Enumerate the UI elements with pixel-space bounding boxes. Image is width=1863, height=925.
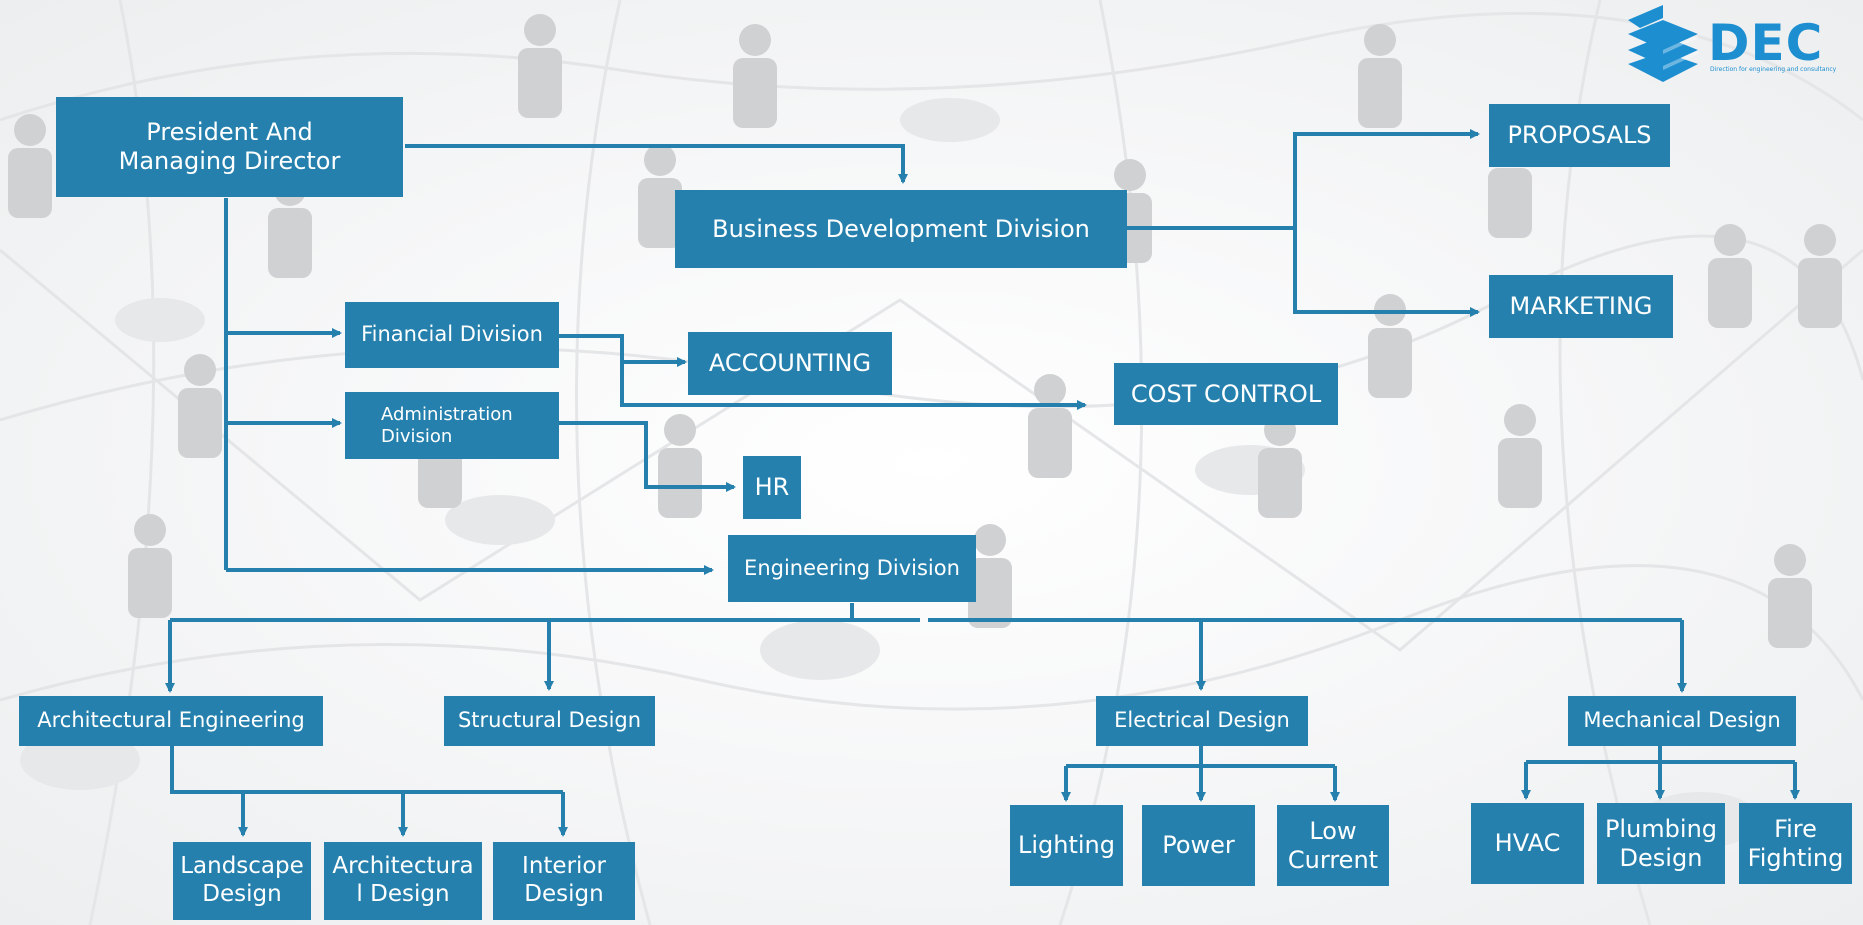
node-hvac: HVAC	[1471, 803, 1584, 884]
logo-tagline: Direction for engineering and consultanc…	[1710, 66, 1837, 73]
node-engineering: Engineering Division	[728, 535, 976, 602]
node-hr: HR	[743, 456, 801, 519]
node-structural-design: Structural Design	[444, 696, 655, 746]
node-lighting: Lighting	[1010, 805, 1123, 886]
connector-president-business-dev	[405, 144, 908, 184]
dec-logo: DEC Direction for engineering and consul…	[1618, 0, 1837, 85]
connector-business-dev-proposals	[1293, 129, 1480, 228]
node-electrical-design: Electrical Design	[1096, 696, 1308, 746]
node-administration: Administration Division	[345, 392, 559, 459]
node-interior-design: Interior Design	[493, 842, 635, 920]
connector-financial-accounting	[558, 334, 687, 367]
connector-architectural-trunk	[170, 746, 563, 794]
node-architectural-engineering: Architectural Engineering	[19, 696, 323, 746]
node-plumbing-design: Plumbing Design	[1597, 803, 1725, 884]
node-architectural-design: Architectura l Design	[324, 842, 482, 920]
node-mechanical-design: Mechanical Design	[1568, 696, 1796, 746]
node-landscape-design: Landscape Design	[173, 842, 311, 920]
connector-financial-cost-control	[620, 362, 1087, 410]
node-president: President And Managing Director	[56, 97, 403, 197]
node-business-development: Business Development Division	[675, 190, 1127, 268]
connector-business-dev-marketing	[1293, 228, 1480, 317]
connector-administration-hr	[558, 421, 736, 492]
node-power: Power	[1142, 805, 1255, 886]
node-proposals: PROPOSALS	[1489, 104, 1670, 167]
node-cost-control: COST CONTROL	[1114, 363, 1338, 425]
dec-logo-mark-icon	[1628, 5, 1698, 82]
logo-name: DEC	[1708, 14, 1824, 72]
node-fire-fighting: Fire Fighting	[1739, 803, 1852, 884]
node-financial: Financial Division	[345, 302, 559, 368]
node-low-current: Low Current	[1277, 805, 1389, 886]
node-accounting: ACCOUNTING	[688, 332, 892, 395]
node-marketing: MARKETING	[1489, 275, 1673, 338]
